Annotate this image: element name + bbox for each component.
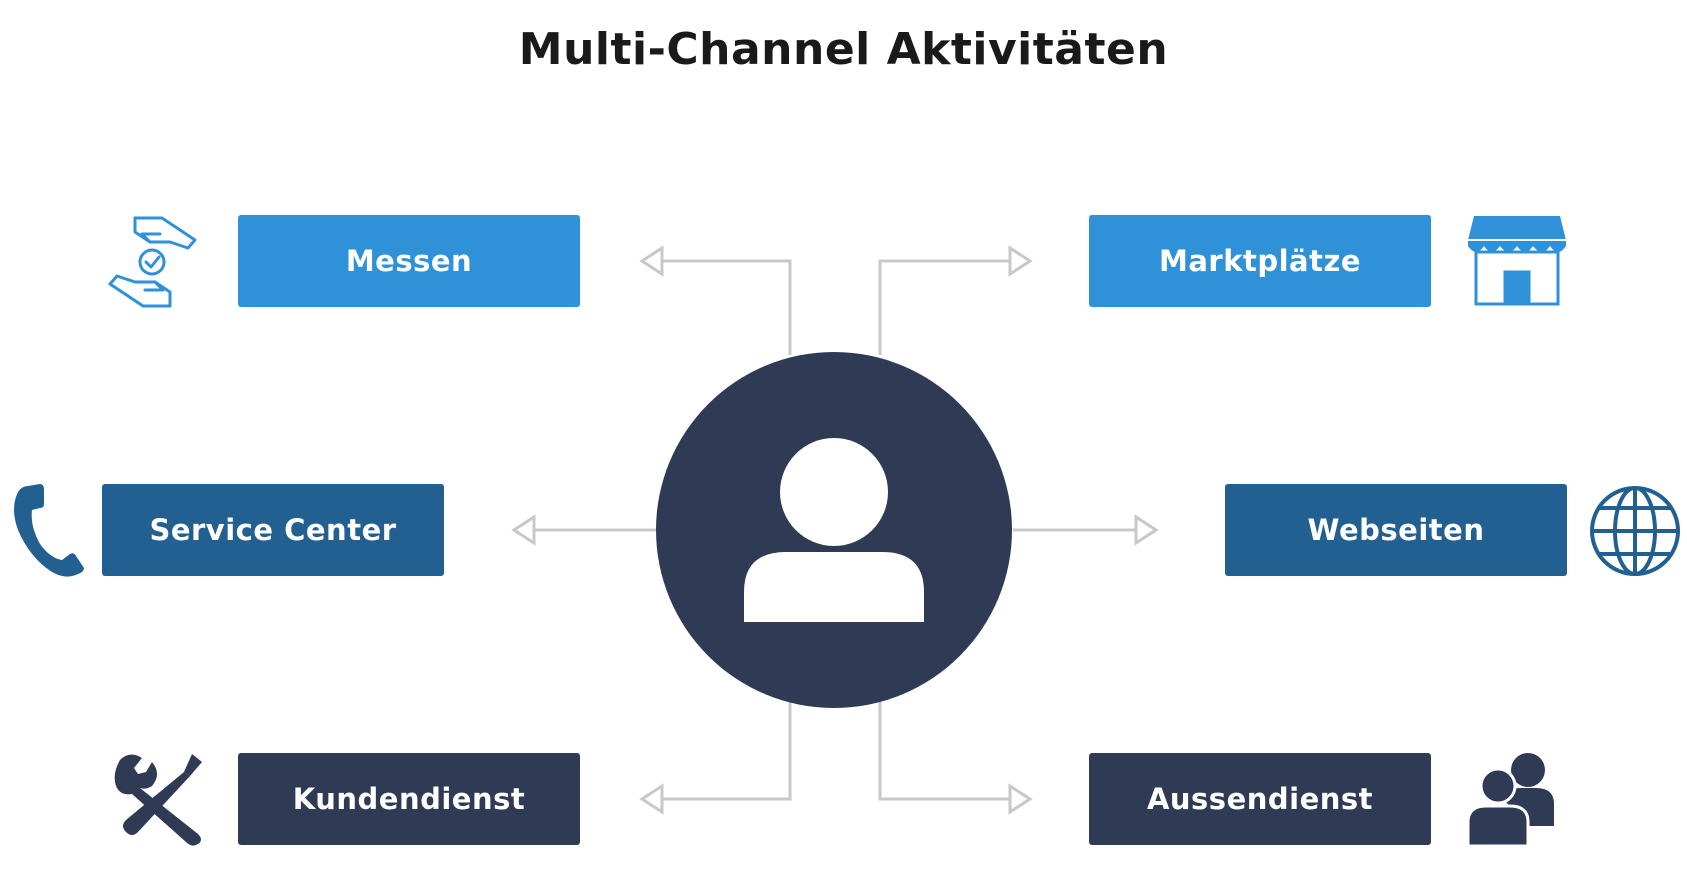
connector-kundendienst — [650, 700, 792, 801]
arrowhead-kundendienst — [639, 783, 664, 815]
store-icon — [1468, 216, 1566, 306]
box-messen: Messen — [238, 215, 580, 307]
user-icon — [744, 438, 924, 622]
arrowhead-service-center — [511, 514, 536, 546]
box-webseiten: Webseiten — [1225, 484, 1567, 576]
phone-icon — [14, 484, 84, 577]
box-service-center: Service Center — [102, 484, 444, 576]
connector-marktplaetze — [878, 259, 1015, 355]
people-icon — [1466, 753, 1554, 848]
label-marktplaetze: Marktplätze — [1158, 244, 1362, 278]
box-kundendienst: Kundendienst — [238, 753, 580, 845]
label-kundendienst: Kundendienst — [292, 782, 526, 816]
label-webseiten: Webseiten — [1307, 513, 1485, 547]
label-service-center: Service Center — [149, 513, 397, 547]
arrowhead-aussendienst — [1008, 783, 1033, 815]
arrowhead-marktplaetze — [1008, 245, 1033, 277]
tools-icon — [114, 754, 202, 846]
box-aussendienst: Aussendienst — [1089, 753, 1431, 845]
arrowhead-messen — [639, 245, 664, 277]
box-marktplaetze: Marktplätze — [1089, 215, 1431, 307]
diagram-title: Multi-Channel Aktivitäten — [518, 24, 1169, 75]
label-aussendienst: Aussendienst — [1146, 782, 1374, 816]
arrowhead-webseiten — [1134, 514, 1159, 546]
connector-messen — [650, 259, 792, 355]
globe-icon — [1590, 486, 1680, 576]
connector-aussendienst — [878, 700, 1015, 801]
handshake-check-icon — [108, 216, 197, 308]
label-messen: Messen — [345, 244, 473, 278]
